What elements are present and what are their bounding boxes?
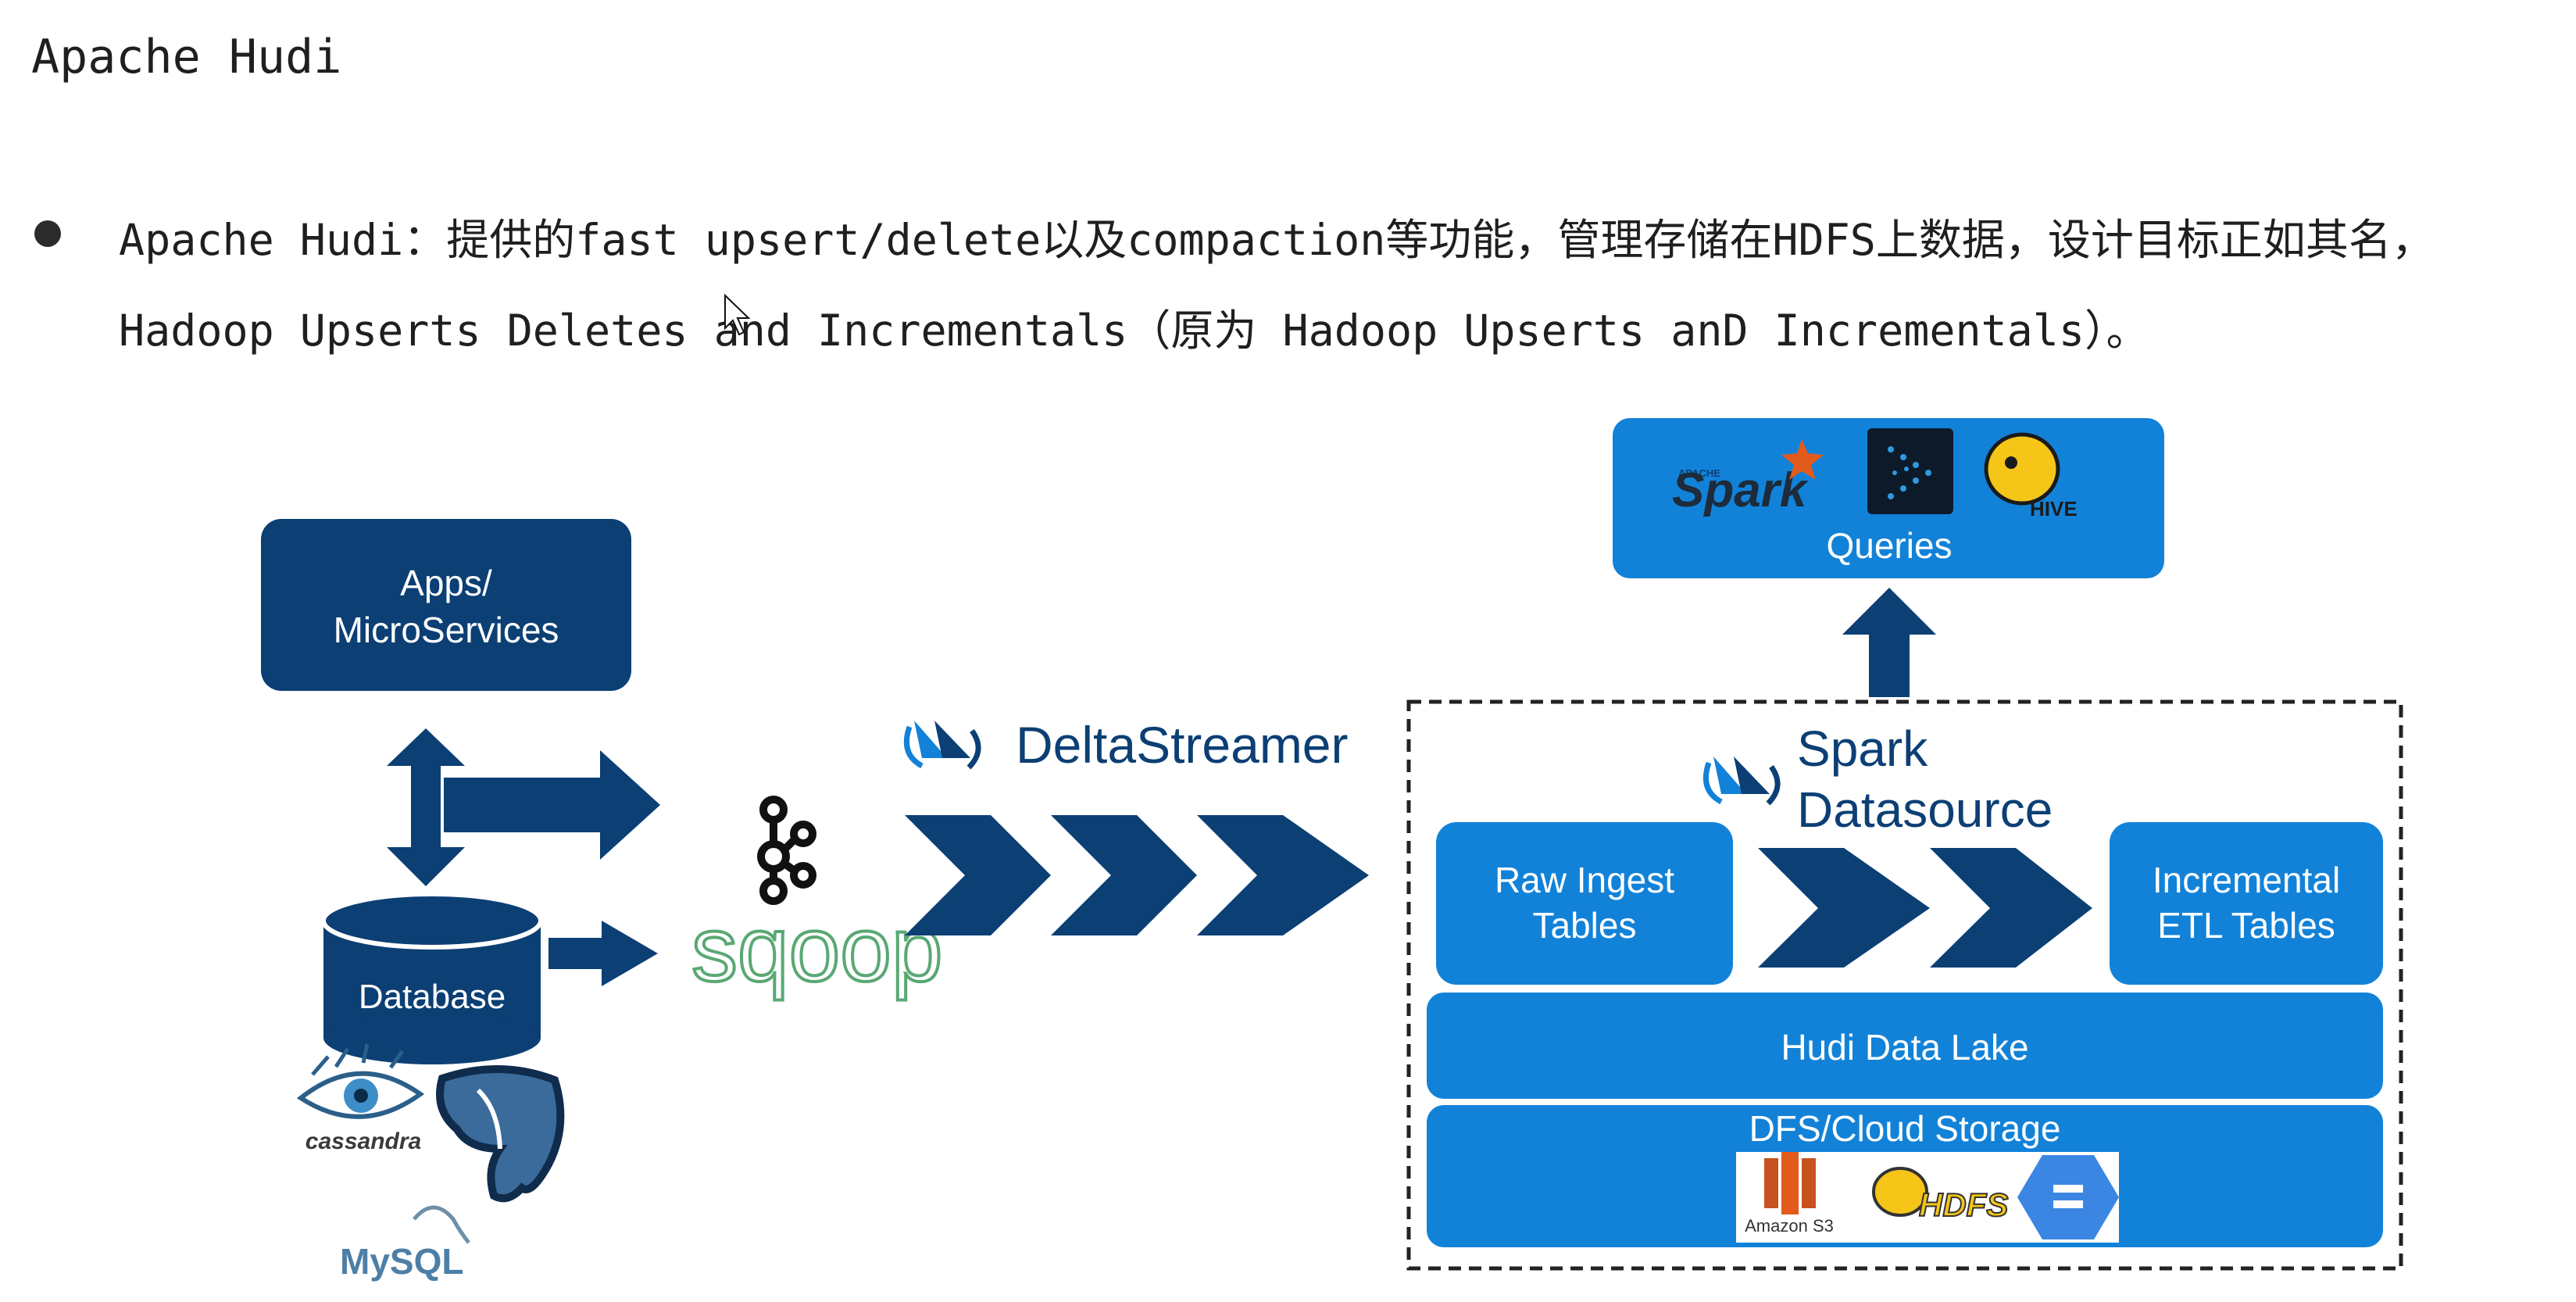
database-cylinder: Database	[321, 892, 543, 1064]
mouse-cursor	[724, 293, 751, 336]
raw-ingest-line1: Raw Ingest	[1495, 860, 1674, 900]
up-arrow-to-queries	[1842, 588, 1936, 697]
svg-text:Amazon S3: Amazon S3	[1745, 1216, 1834, 1236]
spark-datasource-icon	[1703, 757, 1781, 806]
svg-text:HDFS: HDFS	[1919, 1186, 2008, 1223]
raw-ingest-tables-box: Raw Ingest Tables	[1436, 822, 1733, 985]
bullet-dot	[34, 220, 61, 247]
page-title: Apache Hudi	[31, 30, 342, 84]
raw-ingest-line2: Tables	[1533, 905, 1637, 946]
hive-logo: HIVE	[1984, 432, 2078, 520]
hudi-data-lake-label: Hudi Data Lake	[1781, 1027, 2028, 1068]
mysql-label: MySQL	[340, 1241, 463, 1282]
cassandra-label: cassandra	[305, 1129, 421, 1154]
spark-logo: Spark	[1672, 463, 1810, 517]
amazon-s3-icon: Amazon S3	[1745, 1152, 1834, 1236]
apps-label-line2: MicroServices	[334, 610, 559, 650]
cassandra-icon	[296, 1043, 425, 1119]
postgresql-icon	[436, 1065, 565, 1203]
apps-label-line1: Apps/	[400, 563, 492, 603]
incremental-etl-tables-box: Incremental ETL Tables	[2110, 822, 2383, 985]
svg-text:sqoop: sqoop	[691, 898, 943, 1001]
dfs-cloud-storage-bar: DFS/Cloud Storage Amazon S3 HDFS	[1427, 1105, 2383, 1247]
spark-datasource-line2: Datasource	[1797, 782, 2053, 838]
mysql-icon: MySQL	[340, 1205, 470, 1282]
apps-db-double-arrow	[387, 728, 465, 886]
spark-datasource-line1: Spark	[1797, 721, 1928, 777]
dfs-label: DFS/Cloud Storage	[1749, 1108, 2061, 1149]
incremental-line2: ETL Tables	[2157, 905, 2335, 946]
bullet-text-line-1: Apache Hudi：提供的fast upsert/delete以及compa…	[119, 215, 2435, 265]
deltastreamer-chevrons	[905, 815, 1369, 935]
hdfs-icon: HDFS	[1872, 1167, 2009, 1224]
incremental-line1: Incremental	[2153, 860, 2340, 900]
apps-right-arrow	[444, 750, 660, 860]
apache-label: APACHE	[1678, 467, 1720, 479]
queries-box: APACHE Spark HIVE Queries	[1613, 418, 2164, 578]
database-right-arrow	[548, 921, 658, 986]
queries-label: Queries	[1826, 525, 1952, 566]
kafka-icon	[757, 796, 816, 905]
database-label: Database	[359, 978, 506, 1016]
bullet-text-line-2: Hadoop Upserts Deletes and Incrementals（…	[119, 306, 2149, 356]
svg-text:HIVE: HIVE	[2030, 497, 2078, 520]
deltastreamer-icon	[904, 721, 981, 770]
datasource-chevrons	[1758, 848, 2092, 968]
hudi-data-lake-bar: Hudi Data Lake	[1427, 993, 2383, 1099]
hudi-boundary	[1406, 699, 2403, 1271]
deltastreamer-label: DeltaStreamer	[1016, 716, 1349, 774]
sqoop-logo: sqoop	[690, 896, 945, 1003]
google-cloud-storage-icon	[2017, 1155, 2119, 1239]
apps-microservices-box: Apps/ MicroServices	[261, 519, 631, 691]
